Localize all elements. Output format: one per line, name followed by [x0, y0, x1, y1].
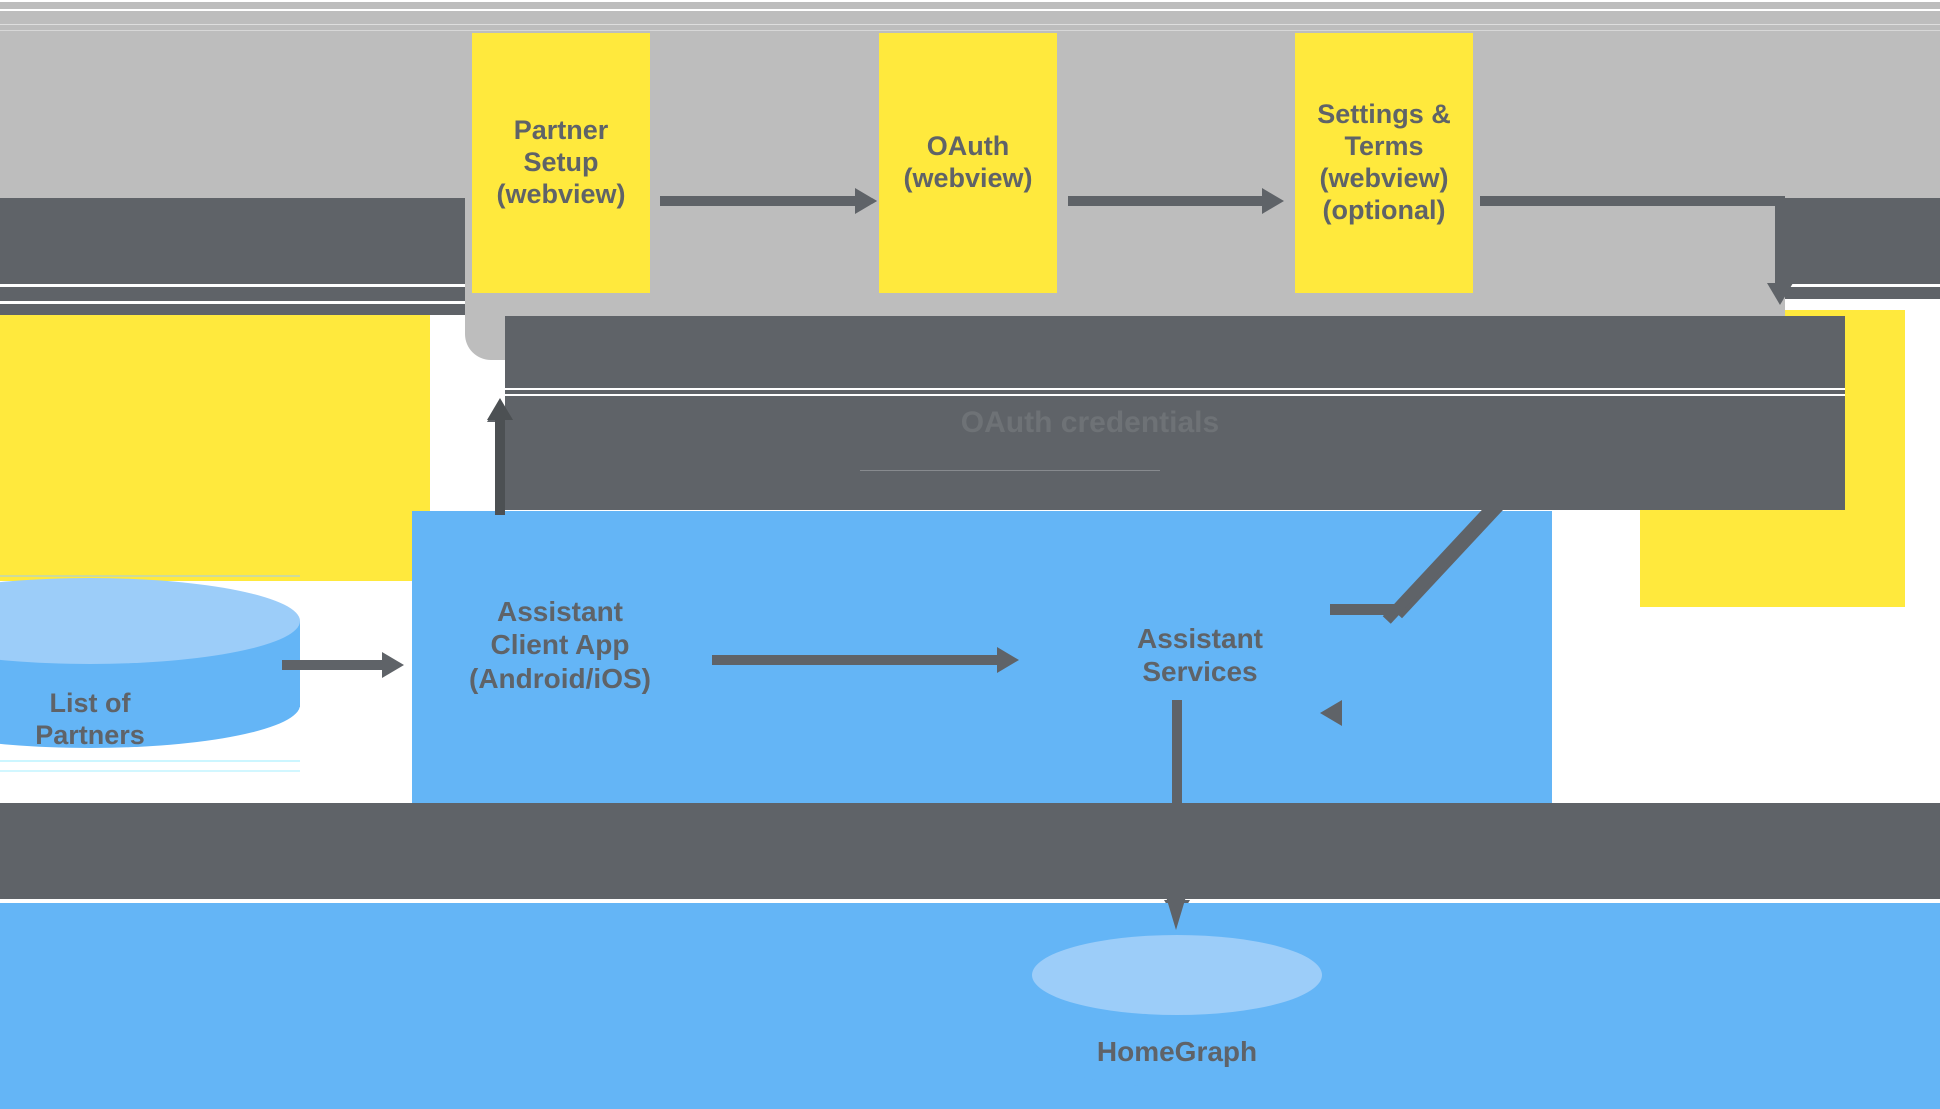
arrow-client-to-services-line: [712, 655, 1002, 665]
node-homegraph-label-visible: HomeGraph: [1096, 1036, 1258, 1067]
cylinder-top: [1032, 935, 1322, 1015]
arrow-into-homegraph-tip: [1164, 890, 1188, 930]
node-assistant-client-app[interactable]: Assistant Client App (Android/iOS): [469, 596, 651, 694]
edge-label-oauth-credentials-ghost: OAuth credentials: [960, 406, 1220, 439]
node-oauth[interactable]: OAuth (webview): [879, 33, 1057, 293]
node-list-of-partners[interactable]: List of Partners: [0, 578, 300, 750]
arrow-partners-to-client-head: [382, 652, 404, 678]
arrow-cloud-to-services-head: [1320, 700, 1342, 726]
arrow-partners-to-client-line: [282, 660, 387, 670]
node-assistant-services[interactable]: Assistant Services: [1136, 622, 1264, 687]
node-partner-setup[interactable]: Partner Setup (webview): [472, 33, 650, 293]
node-settings-terms[interactable]: Settings & Terms (webview) (optional): [1295, 33, 1473, 293]
node-list-of-partners-label: List of Partners: [35, 688, 145, 750]
node-partner-cloud-services[interactable]: Partner Cloud Services: [1640, 310, 1905, 607]
arrow-client-to-services-head: [997, 647, 1019, 673]
node-homegraph-visible[interactable]: HomeGraph: [1032, 935, 1322, 1109]
node-left-yellow-panel: [0, 315, 430, 581]
